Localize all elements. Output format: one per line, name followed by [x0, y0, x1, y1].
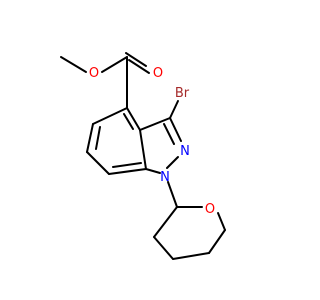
bond-carbonyl-double-2 [128, 59, 150, 74]
bond-c7-c7a-inner [112, 162, 142, 168]
bond-n2-n1 [166, 156, 179, 169]
n2-label: N [180, 144, 190, 159]
bond-carbonyl-double-1 [125, 52, 147, 67]
bond-thp-c5-c4 [172, 252, 210, 260]
bond-thp-c3-c2 [153, 206, 178, 238]
bond-thp-c6-c5 [208, 229, 226, 254]
bromine-label: Br [175, 86, 190, 101]
bond-c4-c5 [92, 107, 128, 125]
structure-canvas: O O Br N N O [60, 52, 226, 260]
bond-c7a-c3a [139, 129, 147, 170]
bond-oxygen-carbonyl [101, 56, 128, 73]
bonds [60, 52, 226, 260]
bond-thp-o-c6 [217, 212, 226, 231]
ester-oxygen-label: O [89, 66, 99, 81]
bond-c3-n2-inner [163, 123, 175, 145]
bond-c6-c7 [86, 151, 110, 175]
bond-methyl-oxygen [60, 56, 87, 73]
bond-c7-c7a [108, 168, 147, 175]
atom-labels: O O Br N N O [89, 66, 215, 217]
bond-c5-c6 [86, 123, 94, 153]
bond-c3a-c4 [126, 107, 141, 131]
bond-c5-c6-inner [95, 126, 101, 150]
bond-c3-bromine [169, 100, 179, 119]
bond-c3-n2 [169, 117, 182, 142]
bond-c3a-c3 [139, 117, 171, 131]
bond-c7a-n1 [145, 168, 161, 174]
n1-label: N [160, 170, 170, 185]
bond-c3a-c4-inner [123, 113, 134, 130]
molecule-structure: O O Br N N O [60, 52, 226, 260]
carbonyl-oxygen-label: O [153, 66, 163, 81]
bond-n1-thp [167, 181, 178, 208]
bond-thp-c4-c3 [153, 236, 174, 260]
ring-oxygen-label: O [205, 202, 215, 217]
